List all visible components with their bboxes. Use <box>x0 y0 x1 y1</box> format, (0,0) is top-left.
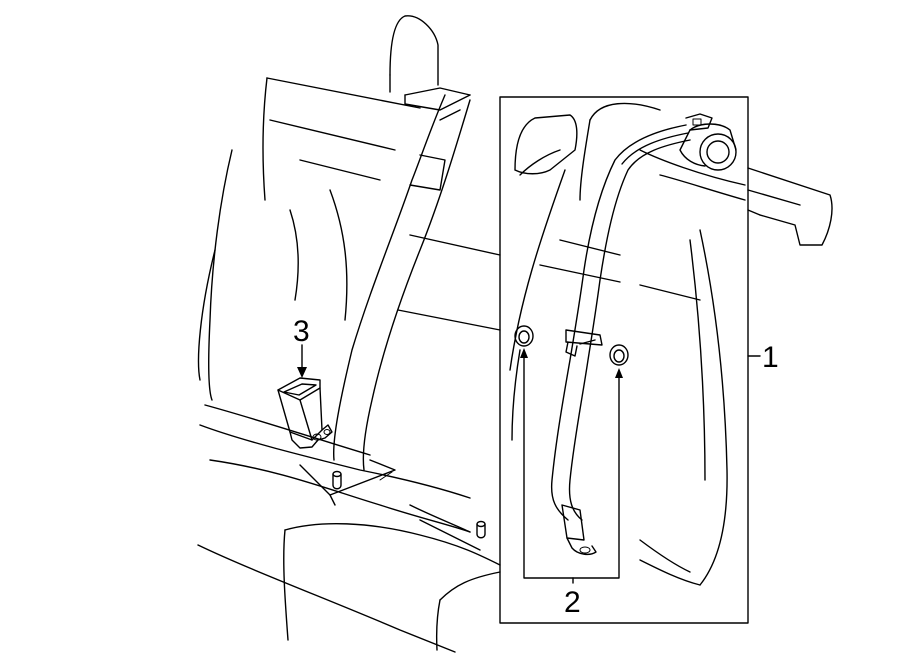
mounting-nuts <box>514 325 629 366</box>
part-1-detail-box <box>499 96 749 624</box>
nut-right <box>609 344 629 366</box>
rear-seat-outline <box>197 15 501 653</box>
arrow-down-3 <box>297 367 307 378</box>
detail-seat-back <box>509 102 746 586</box>
buckle-assembly <box>277 377 333 449</box>
arrow-up-left <box>520 348 528 358</box>
callout-3: 3 <box>293 315 310 348</box>
arrow-up-right <box>615 368 623 378</box>
seat-right-extension <box>747 167 833 246</box>
callout-1: 1 <box>762 341 779 374</box>
nut-left <box>514 325 534 347</box>
retractor-belt-assembly <box>550 113 737 556</box>
callout-2: 2 <box>564 586 581 619</box>
leader-lines <box>297 344 761 584</box>
